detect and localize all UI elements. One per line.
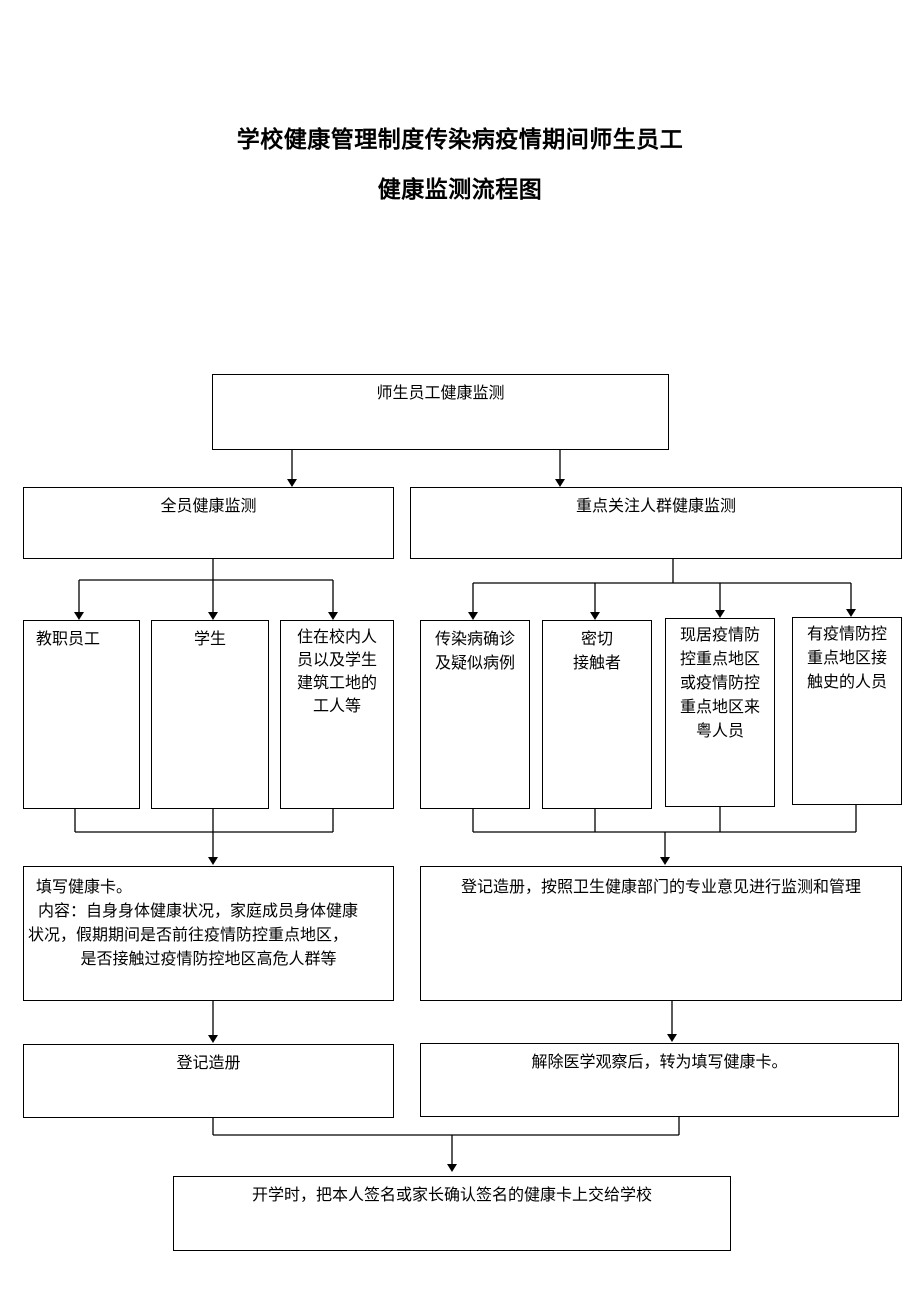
exposure-history-label-line: 重点地区接: [806, 648, 887, 667]
register-and-monitor-node: 登记造册，按照卫生健康部门的专业意见进行监测和管理: [420, 866, 902, 1001]
page-title: 学校健康管理制度传染病疫情期间师生员工: [236, 126, 684, 153]
close-contact-label-line: 接触者: [572, 653, 621, 672]
confirmed-cases-label-line: 及疑似病例: [434, 653, 515, 672]
confirmed-cases-node: 传染病确诊 及疑似病例: [420, 620, 530, 809]
from-key-area-node: 现居疫情防 控重点地区 或疫情防控 重点地区来 粤人员: [665, 618, 775, 807]
from-key-area-label-line: 或疫情防控: [679, 673, 760, 692]
final-submit-node: 开学时，把本人签名或家长确认签名的健康卡上交给学校: [173, 1176, 731, 1251]
residents-label-line: 员以及学生: [296, 650, 377, 669]
key-groups-monitoring-node: 重点关注人群健康监测: [410, 487, 902, 559]
from-key-area-label-line: 现居疫情防: [679, 625, 760, 644]
residents-label-line: 工人等: [312, 696, 361, 715]
register-and-monitor-label: 登记造册，按照卫生健康部门的专业意见进行监测和管理: [460, 877, 861, 896]
close-contact-label-line: 密切: [580, 629, 613, 648]
from-key-area-label-line: 粤人员: [695, 721, 744, 740]
exposure-history-node: 有疫情防控 重点地区接 触史的人员: [792, 617, 902, 805]
health-card-node: 填写健康卡。 内容：自身身体健康状况，家庭成员身体健康 状况，假期期间是否前往疫…: [23, 866, 394, 1001]
students-node: 学生: [151, 620, 269, 809]
final-submit-label: 开学时，把本人签名或家长确认签名的健康卡上交给学校: [251, 1185, 652, 1204]
health-card-title: 填写健康卡。: [36, 877, 133, 896]
teachers-node: 教职员工: [23, 620, 140, 809]
health-card-content-line: 是否接触过疫情防控地区高危人群等: [80, 949, 337, 968]
page-subtitle: 健康监测流程图: [377, 176, 543, 203]
residents-node: 住在校内人 员以及学生 建筑工地的 工人等: [280, 620, 394, 809]
residents-label-line: 住在校内人: [296, 627, 377, 646]
release-observation-label: 解除医学观察后，转为填写健康卡。: [531, 1052, 788, 1071]
close-contact-node: 密切 接触者: [542, 620, 652, 809]
from-key-area-label-line: 重点地区来: [679, 697, 760, 716]
release-observation-node: 解除医学观察后，转为填写健康卡。: [420, 1043, 899, 1117]
root-node: 师生员工健康监测: [212, 374, 669, 450]
health-card-content-line: 状况，假期期间是否前往疫情防控重点地区，: [28, 925, 349, 944]
register-node: 登记造册: [23, 1044, 394, 1118]
register-label: 登记造册: [176, 1053, 241, 1072]
root-node-label: 师生员工健康监测: [376, 383, 505, 402]
health-card-content-line: 内容：自身身体健康状况，家庭成员身体健康: [38, 901, 359, 920]
teachers-label: 教职员工: [36, 629, 101, 648]
key-groups-monitoring-label: 重点关注人群健康监测: [575, 496, 736, 515]
all-staff-monitoring-node: 全员健康监测: [23, 487, 394, 559]
students-label: 学生: [193, 629, 226, 648]
all-staff-monitoring-label: 全员健康监测: [160, 496, 257, 515]
confirmed-cases-label-line: 传染病确诊: [434, 629, 515, 648]
residents-label-line: 建筑工地的: [296, 673, 377, 692]
exposure-history-label-line: 触史的人员: [806, 672, 887, 691]
exposure-history-label-line: 有疫情防控: [806, 624, 887, 643]
from-key-area-label-line: 控重点地区: [679, 649, 760, 668]
